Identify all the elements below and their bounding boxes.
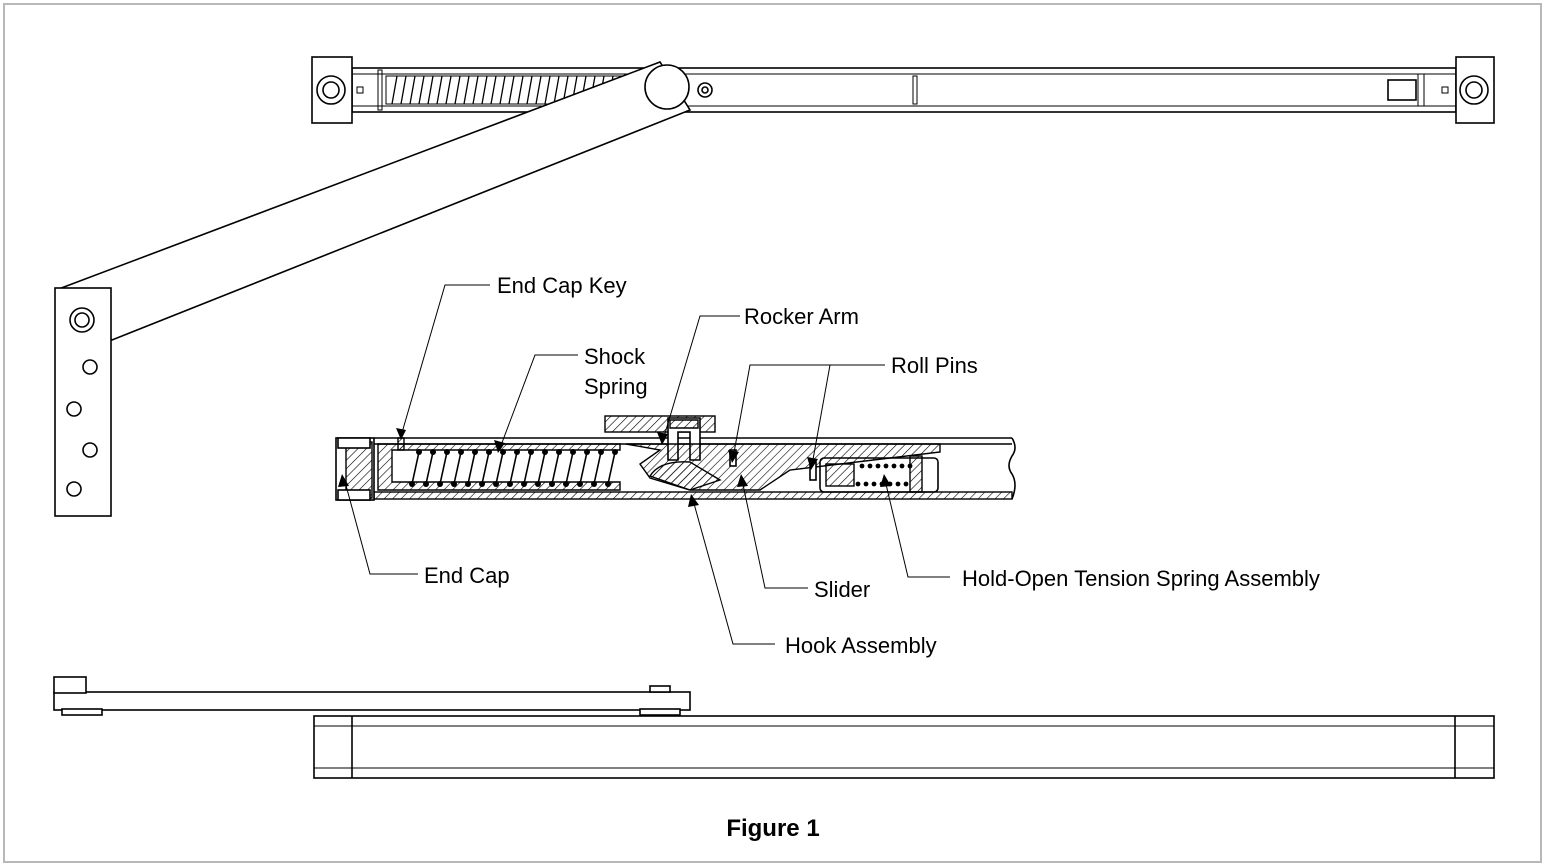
arm-pivot [644, 64, 690, 110]
section-view [335, 415, 1016, 501]
label-shock-spring-line1: Shock [584, 344, 646, 369]
label-shock-spring-line2: Spring [584, 374, 648, 399]
label-hook-assembly: Hook Assembly [785, 633, 937, 658]
side-channel [313, 715, 1495, 779]
mounting-plate [54, 287, 112, 517]
top-channel [351, 67, 1457, 113]
side-arm [53, 691, 691, 711]
label-hold-open-spring: Hold-Open Tension Spring Assembly [962, 566, 1320, 591]
label-rocker-arm: Rocker Arm [744, 304, 859, 329]
leader-lines [338, 284, 950, 645]
side-view [53, 676, 1495, 779]
top-left-end-cap [311, 56, 353, 124]
label-end-cap: End Cap [424, 563, 510, 588]
label-roll-pins: Roll Pins [891, 353, 978, 378]
figure-caption: Figure 1 [726, 815, 819, 842]
shock-spring [409, 449, 618, 487]
label-end-cap-key: End Cap Key [497, 273, 627, 298]
hook-assembly-shape [648, 461, 722, 491]
label-slider: Slider [814, 577, 870, 602]
top-view-assembly [54, 56, 1495, 517]
